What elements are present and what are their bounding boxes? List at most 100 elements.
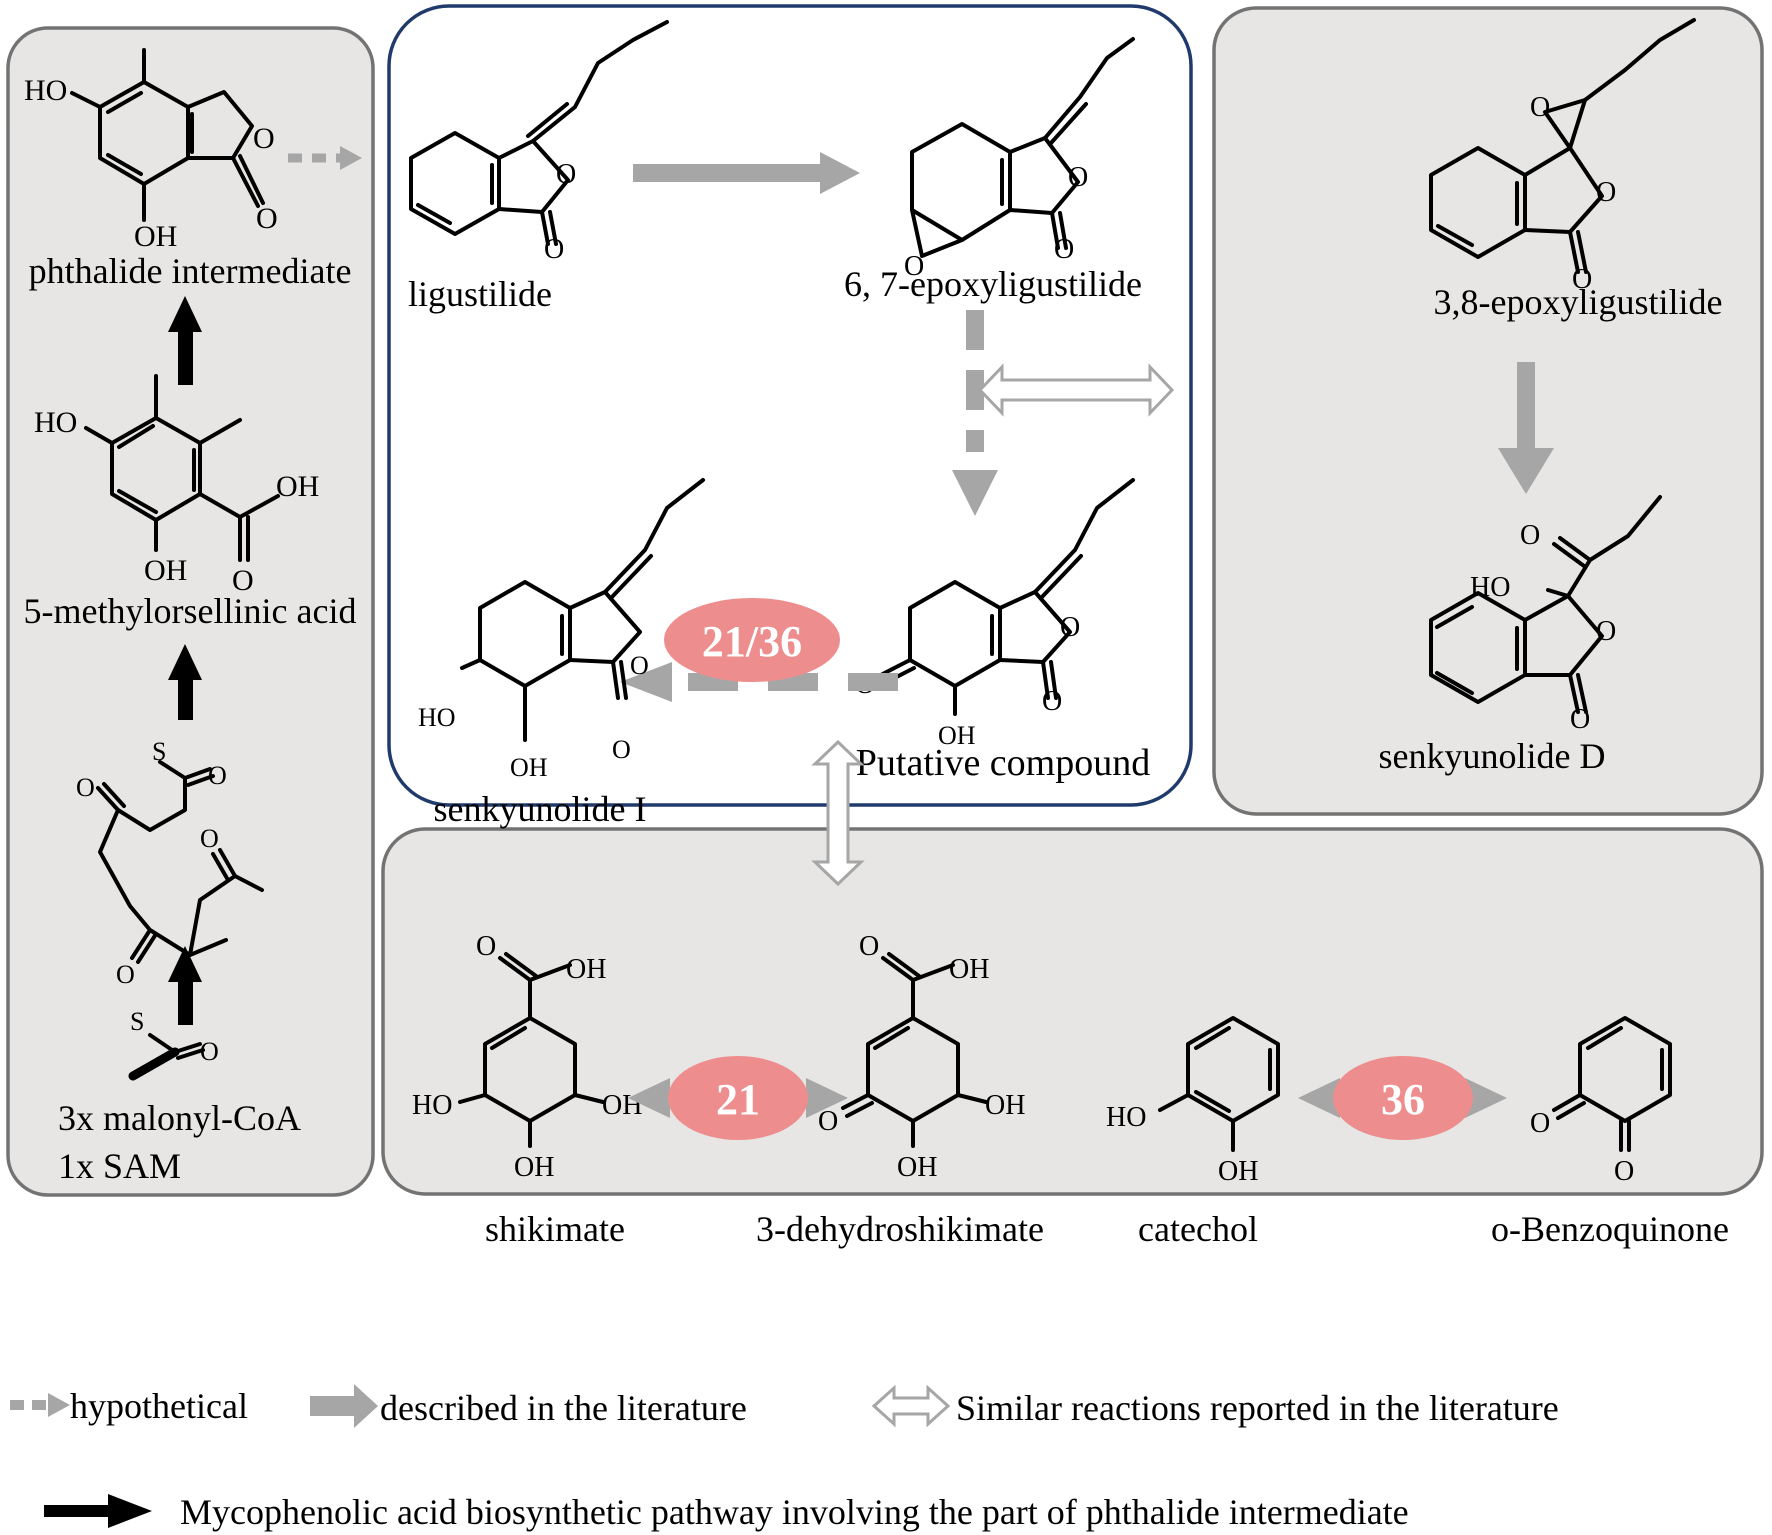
atom-o: O: [1530, 92, 1550, 123]
structure-6-7-epoxyligustilide: O O O: [904, 37, 1135, 282]
atom-o: O: [116, 960, 135, 989]
atom-oh: OH: [514, 1152, 554, 1183]
atom-oh: OH: [938, 721, 976, 750]
arrow-ligustilide-to-epoxy67: [633, 152, 860, 194]
atom-o: O: [232, 564, 254, 597]
atom-oh: OH: [949, 954, 989, 985]
atom-o: O: [256, 202, 278, 235]
legend-hypothetical-text: hypothetical: [70, 1386, 248, 1426]
panel-central-pathway: [387, 4, 1193, 807]
double-arrow-vertical-similar: [811, 739, 865, 887]
structure-polyketide-chain: S O O O O: [76, 737, 264, 989]
label-5-methylorsellinic-acid: 5-methylorsellinic acid: [24, 591, 357, 631]
arrow-hypothetical-to-ligustilide: [288, 146, 362, 170]
atom-o: O: [818, 1106, 838, 1137]
black-arrow-to-phthalide: [168, 296, 202, 385]
atom-ho: HO: [24, 74, 67, 107]
atom-ho: HO: [412, 1090, 452, 1121]
label-6-7-epoxyligustilide: 6, 7-epoxyligustilide: [844, 264, 1142, 304]
atom-o: O: [904, 251, 924, 282]
atom-s: S: [152, 737, 166, 766]
legend-similar-text: Similar reactions reported in the litera…: [956, 1388, 1559, 1428]
legend-mycophenolic: Mycophenolic acid biosynthetic pathway i…: [44, 1492, 1409, 1532]
atom-ho: HO: [1106, 1102, 1146, 1133]
label-senkyunolide-d: senkyunolide D: [1379, 736, 1606, 776]
structure-catechol: HO OH: [1106, 1016, 1280, 1187]
atom-o: O: [253, 122, 275, 155]
badge-36-text: 36: [1381, 1075, 1425, 1124]
legend-described-text: described in the literature: [380, 1388, 747, 1428]
label-shikimate: shikimate: [485, 1209, 625, 1249]
atom-oh: OH: [1218, 1156, 1258, 1187]
atom-oh: OH: [566, 954, 606, 985]
badge-21: 21: [668, 1056, 808, 1140]
atom-o: O: [476, 931, 496, 962]
panel-senkyunolide-d: [1212, 6, 1764, 816]
arrow-catechol-pair: [1298, 1078, 1507, 1118]
structure-senkyunolide-d: O HO O O: [1429, 495, 1662, 735]
atom-o: O: [1614, 1156, 1634, 1187]
atom-o: O: [1042, 686, 1062, 717]
atom-ho: HO: [34, 406, 77, 439]
black-arrow-to-chain: [168, 946, 202, 1025]
arrow-epoxy38-to-senkyunolide-d: [1498, 362, 1554, 494]
structure-o-benzoquinone: O O: [1530, 1016, 1672, 1187]
label-catechol: catechol: [1138, 1209, 1258, 1249]
atom-o: O: [1520, 520, 1540, 551]
label-ligustilide: ligustilide: [408, 274, 552, 314]
atom-s: S: [130, 1007, 144, 1036]
label-senkyunolide-i: senkyunolide I: [434, 789, 647, 829]
panel-similar-reactions: [381, 827, 1764, 1196]
arrow-epoxy67-to-putative: [952, 310, 998, 516]
atom-oh: OH: [134, 220, 177, 253]
label-o-benzoquinone: o-Benzoquinone: [1491, 1209, 1729, 1249]
atom-o: O: [200, 824, 219, 853]
arrow-putative-to-senkyunolide-i: [620, 662, 898, 702]
legend-similar: Similar reactions reported in the litera…: [871, 1384, 1559, 1428]
label-sam: 1x SAM: [58, 1146, 181, 1186]
structure-ligustilide: O O: [409, 20, 669, 265]
panel-mycophenolic: [6, 26, 375, 1197]
label-putative-compound: Putative compound: [856, 742, 1150, 784]
atom-o: O: [1572, 264, 1592, 295]
structure-phthalide-intermediate: HO O O OH: [24, 48, 278, 253]
legend-mycophenolic-text: Mycophenolic acid biosynthetic pathway i…: [180, 1492, 1409, 1532]
label-3-8-epoxyligustilide: 3,8-epoxyligustilide: [1434, 282, 1723, 322]
atom-o: O: [556, 159, 576, 190]
label-malonyl-coa: 3x malonyl-CoA: [58, 1098, 301, 1138]
label-phthalide-intermediate: phthalide intermediate: [29, 251, 352, 291]
structure-3-dehydroshikimate: O OH O OH OH: [818, 931, 1025, 1183]
badge-21-text: 21: [716, 1075, 760, 1124]
atom-o: O: [612, 735, 631, 764]
label-3-dehydroshikimate: 3-dehydroshikimate: [756, 1209, 1044, 1249]
atom-o: O: [1068, 162, 1088, 193]
atom-ho: HO: [1470, 572, 1510, 603]
atom-o: O: [1530, 1108, 1550, 1139]
legend-hypothetical: hypothetical: [10, 1386, 248, 1426]
atom-o: O: [1054, 234, 1074, 265]
legend-described: described in the literature: [310, 1384, 747, 1428]
atom-o: O: [1060, 612, 1080, 643]
atom-o: O: [544, 234, 564, 265]
structure-3-8-epoxyligustilide: O O O: [1429, 18, 1696, 295]
atom-o: O: [1596, 616, 1616, 647]
structure-5-methylorsellinic-acid: HO OH O OH: [34, 374, 319, 597]
structure-acetyl-unit: S O: [128, 1007, 219, 1081]
atom-oh: OH: [276, 470, 319, 503]
atom-o: O: [76, 773, 95, 802]
atom-o: O: [1596, 177, 1616, 208]
arrow-shikimate-pair: [628, 1078, 848, 1118]
badge-21-36-text: 21/36: [702, 617, 802, 666]
structure-senkyunolide-i: O O HO OH: [418, 478, 705, 782]
atom-oh: OH: [985, 1090, 1025, 1121]
atom-o: O: [208, 761, 227, 790]
atom-oh: OH: [897, 1152, 937, 1183]
atom-oh: OH: [510, 753, 548, 782]
badge-21-36: 21/36: [664, 598, 840, 682]
atom-oh: OH: [144, 554, 187, 587]
atom-o: O: [859, 931, 879, 962]
atom-o: O: [630, 651, 649, 680]
atom-o: O: [1570, 704, 1590, 735]
atom-ho: HO: [418, 703, 456, 732]
